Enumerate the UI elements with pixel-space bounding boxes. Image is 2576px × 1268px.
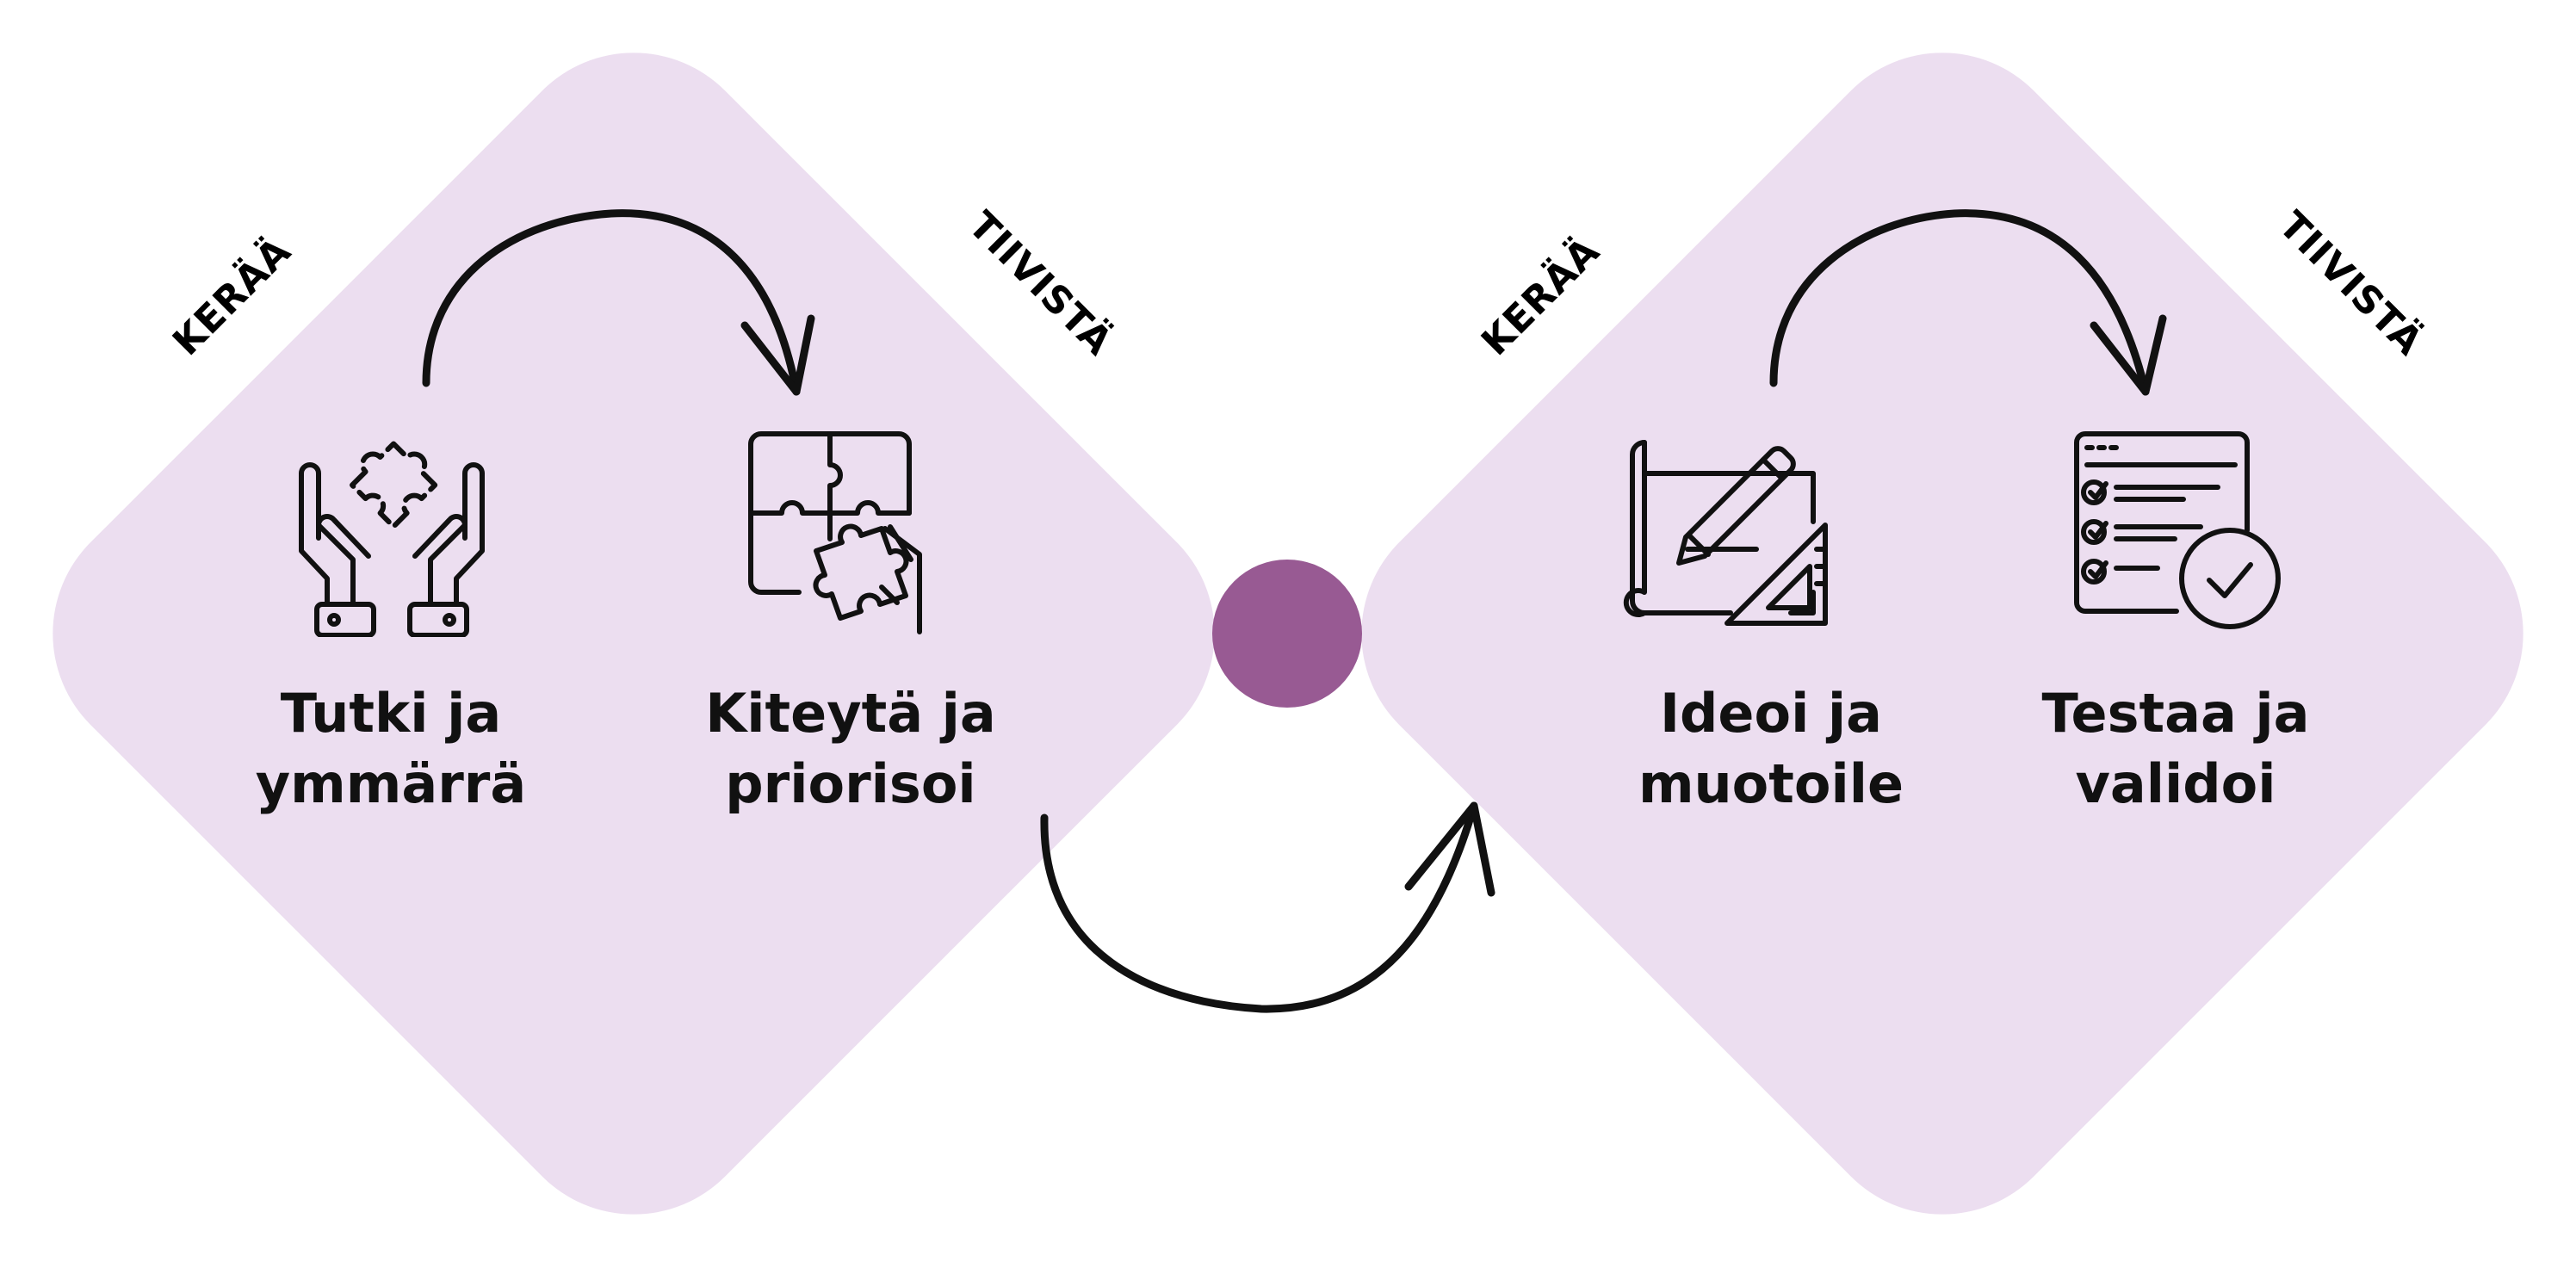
- step-label-kiteyta: Kiteytä ja priorisoi: [653, 678, 1049, 820]
- blueprint-pencil-icon: [1623, 440, 1828, 626]
- curved-arrow-bottom: [1040, 801, 1495, 1013]
- step-label-line2: muotoile: [1638, 752, 1904, 815]
- step-label-line1: Testaa ja: [2041, 682, 2310, 745]
- step-label-line1: Tutki ja: [280, 682, 502, 745]
- step-label-line1: Ideoi ja: [1659, 682, 1883, 745]
- step-label-tutki: Tutki ja ymmärrä: [193, 678, 589, 820]
- puzzle-assembly-icon: [748, 431, 922, 634]
- checklist-approval-icon: [2074, 431, 2281, 629]
- step-label-testaa: Testaa ja validoi: [1978, 678, 2374, 820]
- step-label-line1: Kiteytä ja: [705, 682, 996, 745]
- step-label-line2: ymmärrä: [255, 752, 527, 815]
- curved-arrow-right: [1769, 209, 2167, 396]
- step-label-line2: validoi: [2075, 752, 2276, 815]
- curved-arrow-left: [422, 209, 815, 396]
- step-label-ideoi: Ideoi ja muotoile: [1573, 678, 1969, 820]
- hands-puzzle-icon: [299, 441, 485, 637]
- center-dot: [1212, 560, 1362, 708]
- step-label-line2: priorisoi: [725, 752, 976, 815]
